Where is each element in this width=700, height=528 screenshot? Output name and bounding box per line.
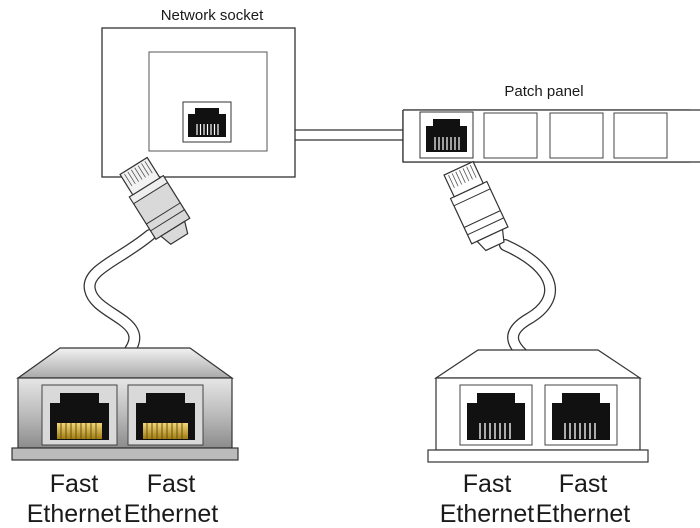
rj45-jack-icon — [41, 384, 118, 446]
patch-panel-label: Patch panel — [504, 83, 583, 100]
patch-panel — [402, 109, 700, 163]
right-splitter-labels: Fast Ethernet Fast Ethernet — [440, 470, 631, 528]
rj45-jack-icon — [419, 111, 474, 159]
rj45-jack-icon — [127, 384, 204, 446]
port-label: Ethernet — [27, 500, 122, 528]
wall-cable — [295, 129, 405, 141]
rj45-plug-icon — [443, 160, 509, 252]
rj45-jack-icon — [459, 384, 533, 446]
rj45-plug-icon — [119, 156, 191, 245]
rj45-jack-icon — [182, 101, 232, 143]
patch-panel-port-empty — [613, 112, 668, 159]
port-label: Fast — [463, 470, 512, 498]
rj45-jack-icon — [544, 384, 618, 446]
network-socket — [101, 27, 296, 178]
cable-icon — [83, 229, 156, 356]
network-socket-label: Network socket — [161, 7, 264, 24]
cable-icon — [499, 239, 557, 366]
right-splitter — [427, 349, 649, 463]
left-splitter-labels: Fast Ethernet Fast Ethernet — [27, 470, 219, 528]
port-label: Ethernet — [124, 500, 219, 528]
left-splitter — [11, 347, 239, 461]
patch-panel-port-empty — [549, 112, 604, 159]
port-label: Fast — [147, 470, 196, 498]
port-label: Ethernet — [536, 500, 631, 528]
port-label: Fast — [50, 470, 99, 498]
port-label: Ethernet — [440, 500, 535, 528]
patch-panel-port-empty — [483, 112, 538, 159]
port-label: Fast — [559, 470, 608, 498]
